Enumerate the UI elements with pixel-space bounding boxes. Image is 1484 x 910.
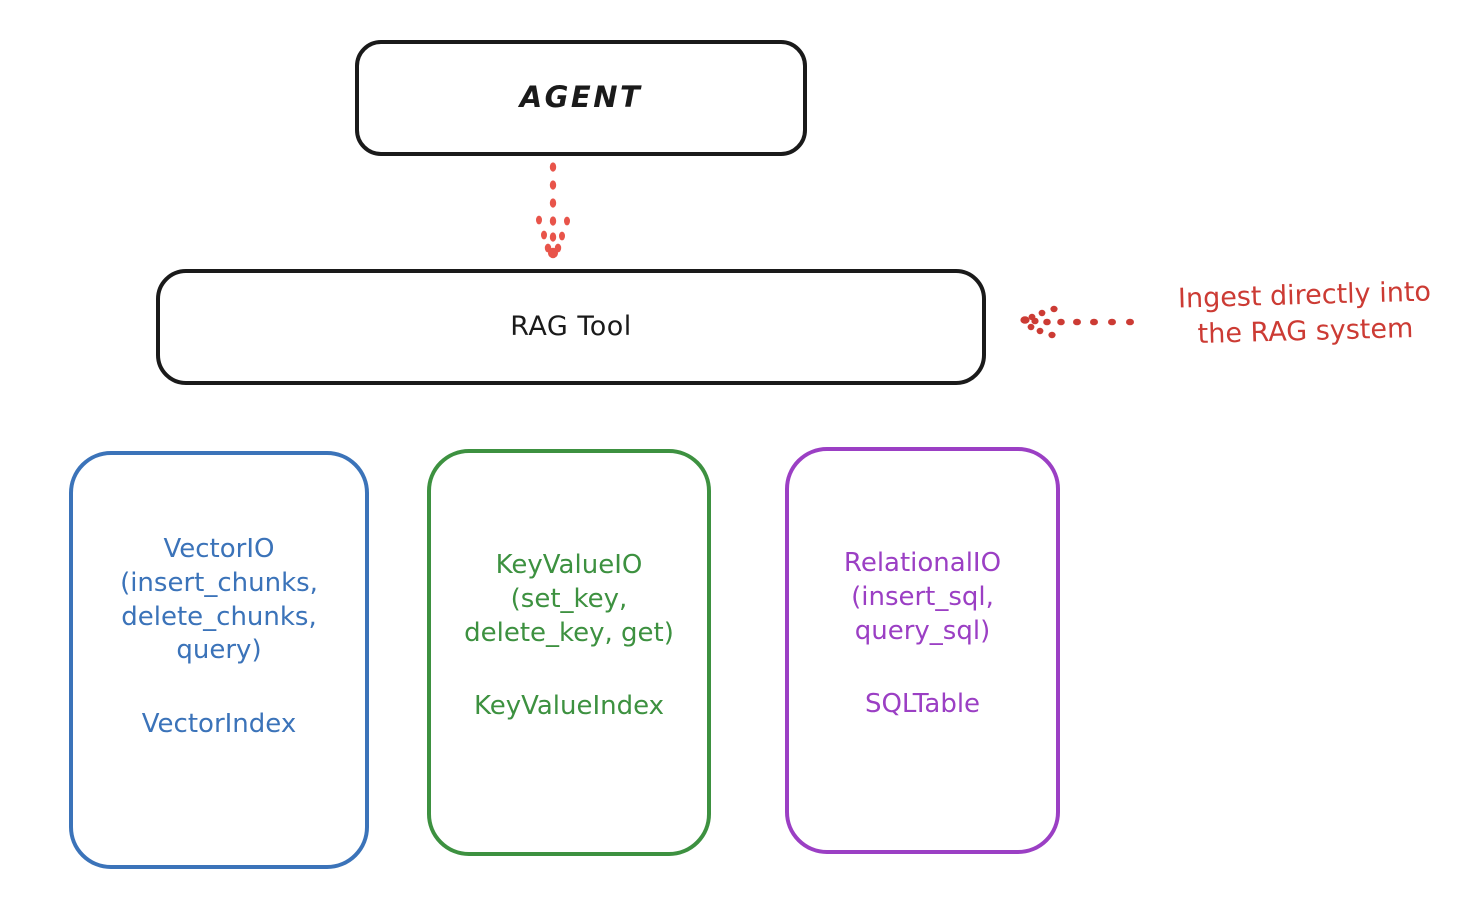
node-relational-io[interactable]: RelationalIO (insert_sql, query_sql) SQL… [785,447,1060,854]
node-key-value-io-api-label: KeyValueIO (set_key, delete_key, get) [464,550,674,648]
node-agent-label: AGENT [519,80,643,115]
node-vector-io-api-label: VectorIO (insert_chunks, delete_chunks, … [120,534,318,666]
connector-ingest-to-rag-tool [1020,305,1134,339]
node-agent[interactable]: AGENT [355,40,807,156]
node-relational-io-api-label: RelationalIO (insert_sql, query_sql) [843,548,1002,646]
node-vector-io[interactable]: VectorIO (insert_chunks, delete_chunks, … [69,451,369,869]
node-rag-tool[interactable]: RAG Tool [156,269,986,385]
node-key-value-io[interactable]: KeyValueIO (set_key, delete_key, get) Ke… [427,449,711,856]
node-key-value-io-index-label: KeyValueIndex [473,691,665,722]
node-rag-tool-label: RAG Tool [510,310,632,342]
annotation-ingest-note: Ingest directly into the RAG system [1177,276,1432,350]
connector-agent-to-rag-tool [536,162,570,259]
node-relational-io-index-label: SQLTable [864,689,981,720]
node-vector-io-index-label: VectorIndex [141,709,297,740]
